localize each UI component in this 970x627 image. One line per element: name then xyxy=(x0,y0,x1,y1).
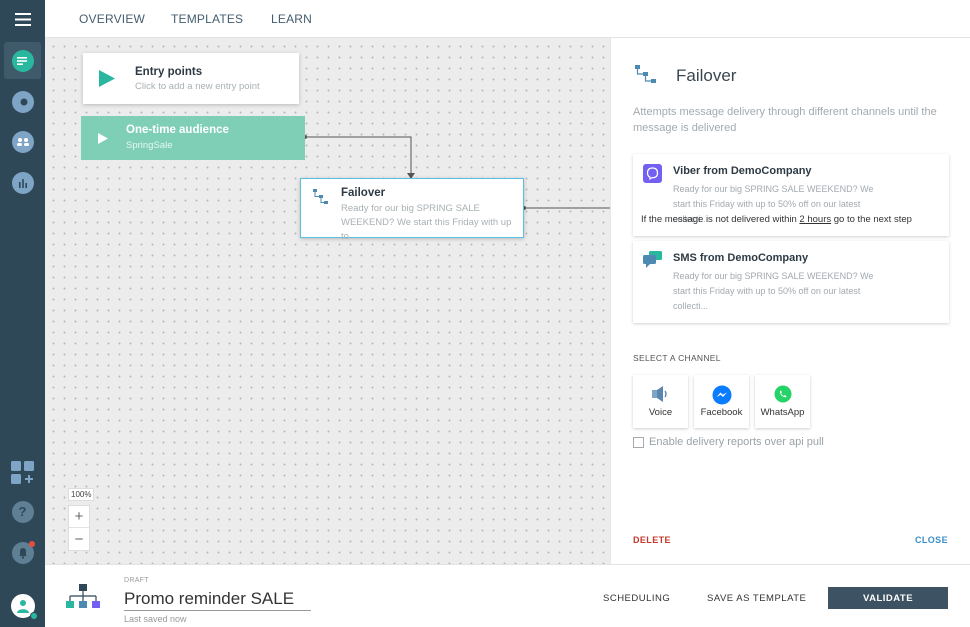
zoom-level: 100% xyxy=(68,488,95,501)
left-rail: ? xyxy=(0,0,45,627)
whatsapp-icon xyxy=(774,385,791,403)
delay-link[interactable]: 2 hours xyxy=(799,214,832,225)
people-icon xyxy=(11,130,34,153)
viber-step-note: If the message is not delivered within 2… xyxy=(641,214,912,225)
voice-icon xyxy=(651,386,667,402)
failover-node-subtitle: Ready for our big SPRING SALE WEEKEND? W… xyxy=(341,203,512,242)
bottom-bar: DRAFT Promo reminder SALE Last saved now… xyxy=(45,564,970,627)
play-icon xyxy=(99,70,115,87)
flow-status: DRAFT xyxy=(124,577,149,584)
panel-title: Failover xyxy=(676,66,737,85)
failover-panel: Failover Attempts message delivery throu… xyxy=(610,38,970,564)
delete-button[interactable]: DELETE xyxy=(633,535,671,545)
rail-analytics-button[interactable] xyxy=(4,164,41,201)
rail-flow-button[interactable] xyxy=(4,42,41,79)
sms-icon xyxy=(643,251,662,268)
delivery-reports-checkbox-row[interactable]: Enable delivery reports over api pull xyxy=(633,436,824,448)
rail-add-app-button[interactable] xyxy=(4,454,41,491)
rail-people-button[interactable] xyxy=(4,123,41,160)
panel-description: Attempts message delivery through differ… xyxy=(633,106,937,134)
failover-node-title: Failover xyxy=(341,187,386,199)
failover-node[interactable]: Failover Ready for our big SPRING SALE W… xyxy=(300,178,524,242)
add-app-icon xyxy=(10,460,34,484)
flow-canvas[interactable]: Entry points Click to add a new entry po… xyxy=(45,38,610,564)
delivery-reports-label: Enable delivery reports over api pull xyxy=(649,436,824,448)
failover-icon xyxy=(313,189,328,204)
rail-user-button[interactable] xyxy=(4,587,41,624)
tab-overview[interactable]: OVERVIEW xyxy=(79,12,146,26)
validate-button[interactable]: VALIDATE xyxy=(828,587,948,609)
channel-voice-label: Voice xyxy=(648,407,673,418)
tab-templates[interactable]: TEMPLATES xyxy=(171,12,244,26)
failover-icon xyxy=(635,65,656,83)
sms-step-text: Ready for our big SPRING SALE WEEKEND? W… xyxy=(673,271,874,311)
sms-step-card[interactable]: SMS from DemoCompany Ready for our big S… xyxy=(633,241,949,323)
notification-icon xyxy=(11,540,35,564)
last-saved-text: Last saved now xyxy=(124,614,187,624)
note-after: go to the next step xyxy=(831,214,912,225)
viber-step-card[interactable]: Viber from DemoCompany Ready for our big… xyxy=(633,154,949,236)
channel-whatsapp-button[interactable]: WhatsApp xyxy=(755,375,810,428)
tab-learn[interactable]: LEARN xyxy=(271,12,313,26)
channel-voice-button[interactable]: Voice xyxy=(633,375,688,428)
analytics-icon xyxy=(11,171,34,194)
channel-whatsapp-label: WhatsApp xyxy=(760,407,805,418)
audience-subtitle: SpringSale xyxy=(126,140,173,151)
menu-icon xyxy=(14,12,31,26)
viber-step-title: Viber from DemoCompany xyxy=(673,165,812,177)
select-channel-label: SELECT A CHANNEL xyxy=(633,353,721,363)
user-avatar-icon xyxy=(10,593,38,620)
channel-facebook-label: Facebook xyxy=(700,407,743,418)
scheduling-button[interactable]: SCHEDULING xyxy=(603,593,671,604)
delivery-reports-checkbox[interactable] xyxy=(633,436,644,448)
zoom-in-button[interactable]: + xyxy=(69,506,89,528)
entry-points-node[interactable]: Entry points Click to add a new entry po… xyxy=(83,53,299,104)
entry-points-subtitle: Click to add a new entry point xyxy=(135,81,260,92)
sms-step-title: SMS from DemoCompany xyxy=(673,252,809,264)
flow-icon xyxy=(11,49,34,72)
flow-diagram-icon xyxy=(66,584,100,608)
rail-help-button[interactable]: ? xyxy=(4,493,41,530)
rail-search-button[interactable] xyxy=(4,83,41,120)
channel-facebook-button[interactable]: Facebook xyxy=(694,375,749,428)
settings-gear-icon xyxy=(29,611,38,620)
viber-icon xyxy=(643,164,662,183)
viber-step-text: Ready for our big SPRING SALE WEEKEND? W… xyxy=(673,184,874,224)
menu-button[interactable] xyxy=(0,0,45,38)
audience-title: One-time audience xyxy=(126,124,229,136)
close-button[interactable]: CLOSE xyxy=(914,535,948,545)
top-nav: OVERVIEW TEMPLATES LEARN xyxy=(45,0,970,38)
zoom-out-button[interactable]: − xyxy=(74,530,84,548)
play-icon xyxy=(98,133,108,144)
zoom-control: 100% + − xyxy=(68,484,95,551)
one-time-audience-node[interactable]: One-time audience SpringSale xyxy=(81,116,305,160)
messenger-icon xyxy=(712,385,731,405)
entry-points-title: Entry points xyxy=(135,66,203,78)
help-icon: ? xyxy=(11,500,34,523)
flow-name-input[interactable]: Promo reminder SALE xyxy=(124,589,311,611)
note-before: If the message is not delivered within xyxy=(641,214,800,225)
search-people-icon xyxy=(11,90,34,113)
rail-notification-button[interactable] xyxy=(4,534,41,571)
save-as-template-button[interactable]: SAVE AS TEMPLATE xyxy=(707,593,807,604)
notification-dot xyxy=(28,540,35,547)
